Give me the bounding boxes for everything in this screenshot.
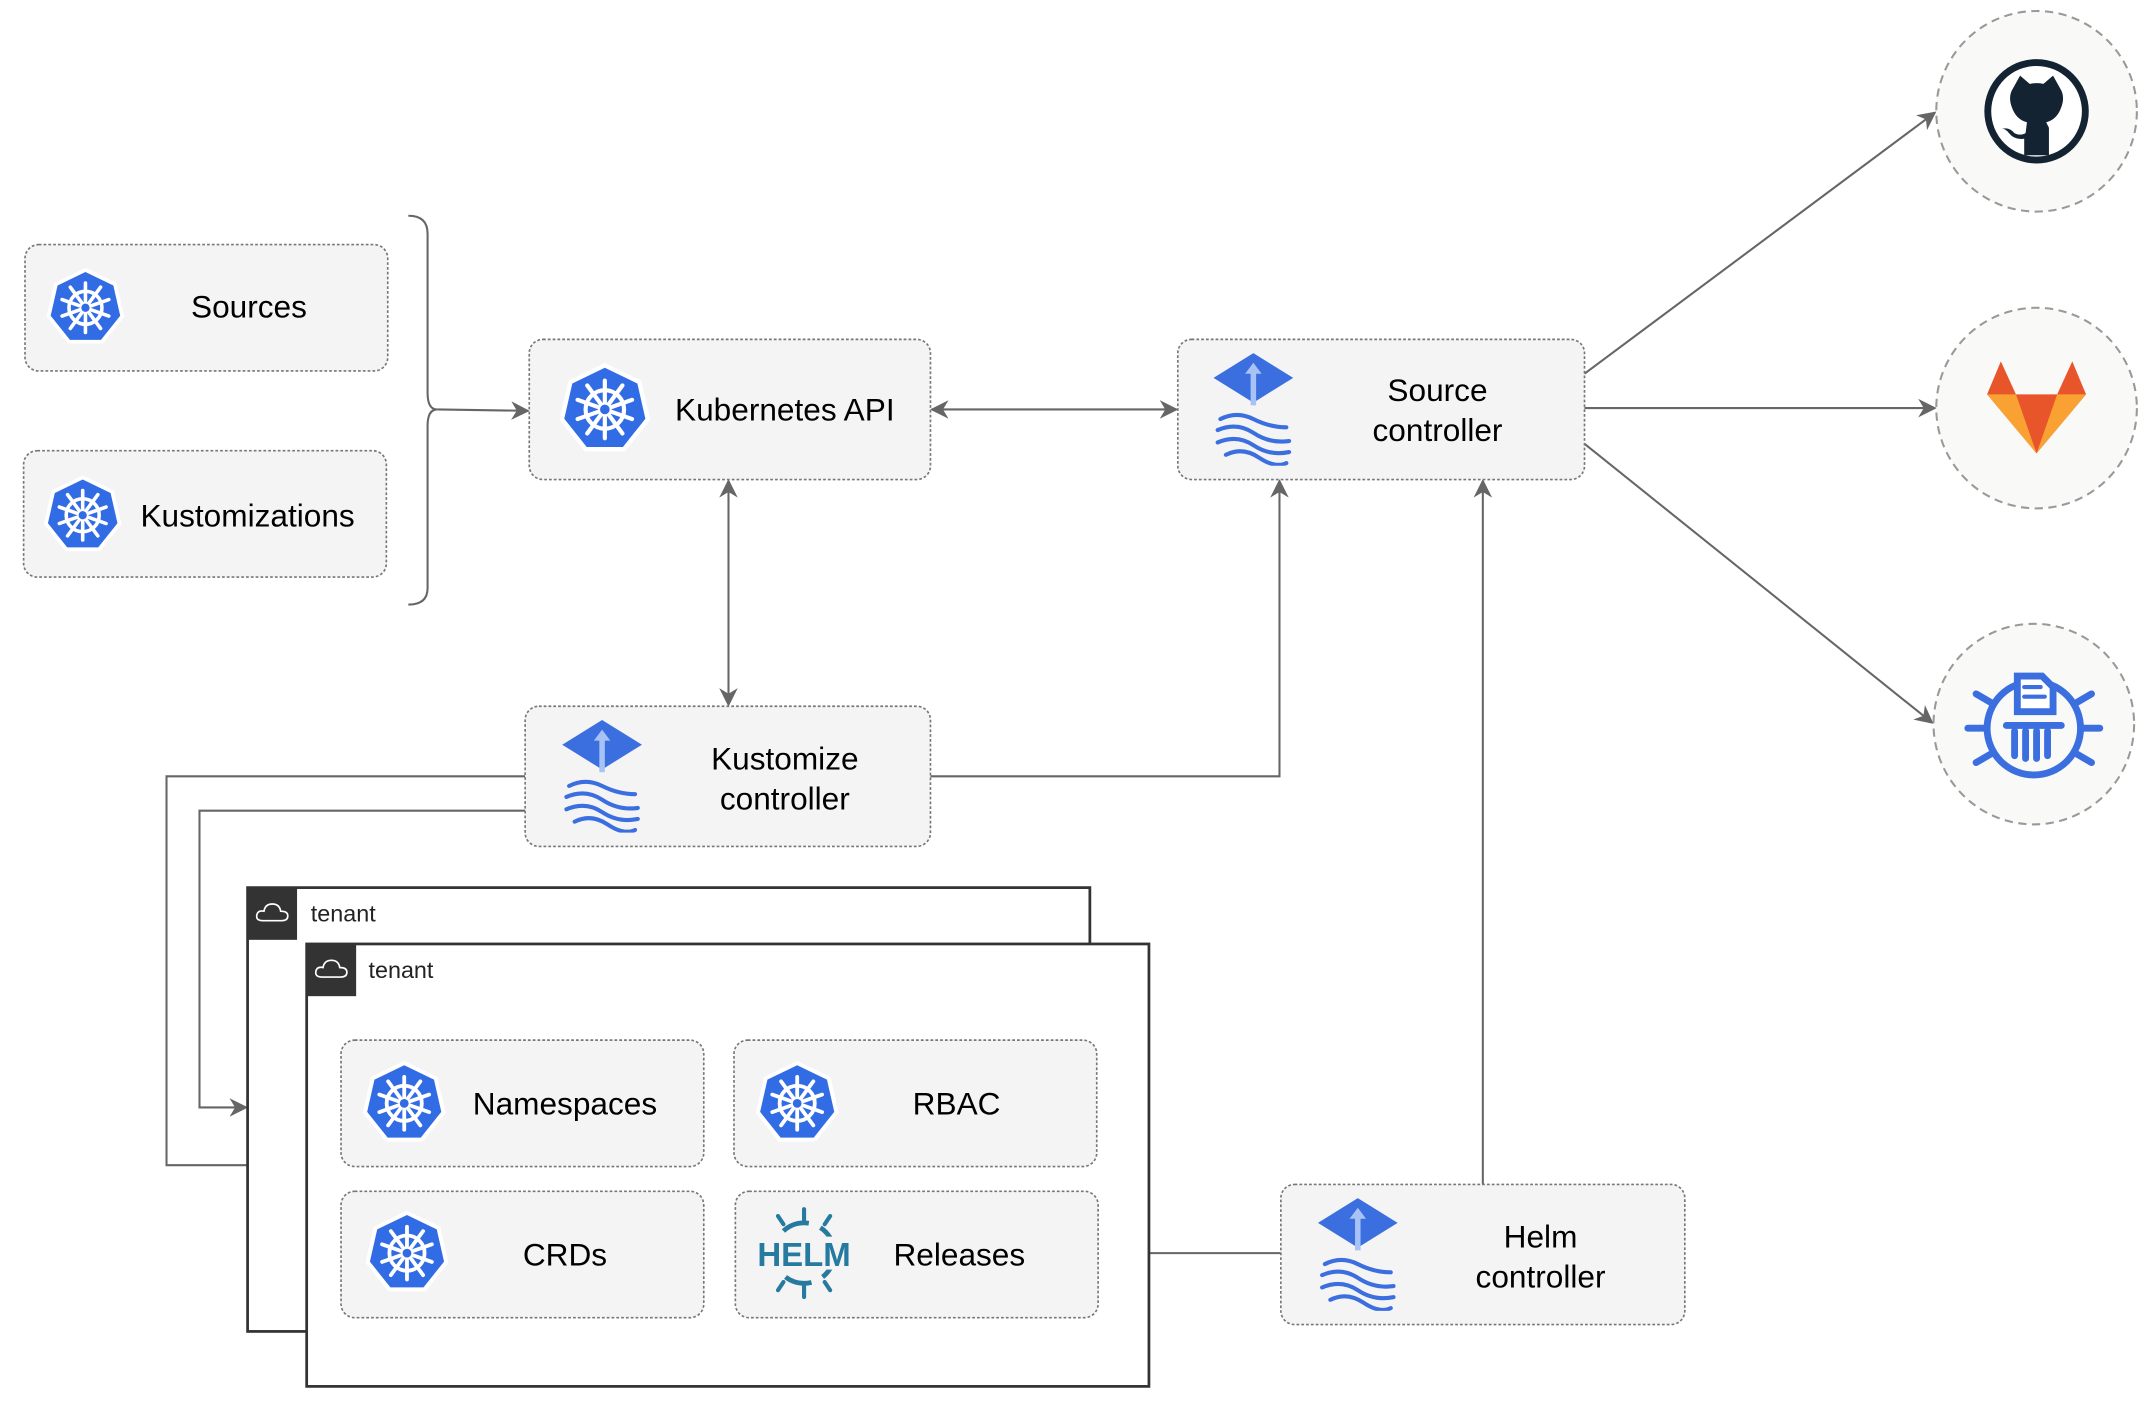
connectors bbox=[165, 111, 1937, 1263]
source-controller-label-1: Source bbox=[1387, 372, 1487, 408]
kustomizations-label: Kustomizations bbox=[140, 497, 354, 533]
github-source[interactable] bbox=[1935, 9, 2138, 213]
helm-logo-text: HELM bbox=[757, 1236, 850, 1273]
releases-label: Releases bbox=[893, 1236, 1025, 1272]
kustomize-controller-label-2: controller bbox=[720, 780, 850, 816]
github-icon bbox=[1984, 59, 2089, 164]
kustomize-controller-label-1: Kustomize bbox=[711, 740, 858, 776]
tenant-label: tenant bbox=[369, 957, 434, 983]
gitlab-icon bbox=[1987, 361, 2087, 454]
node-releases[interactable]: HELM Releases bbox=[734, 1190, 1099, 1319]
edge-source-to-bucket bbox=[1583, 443, 1934, 724]
helm-controller-label-2: controller bbox=[1476, 1258, 1606, 1294]
sources-label: Sources bbox=[191, 288, 307, 324]
helm-icon: HELM bbox=[757, 1207, 851, 1300]
node-kustomizations[interactable]: Kustomizations bbox=[22, 449, 388, 578]
node-source-controller[interactable]: Source controller bbox=[1176, 338, 1586, 481]
node-rbac[interactable]: RBAC bbox=[733, 1039, 1098, 1168]
crds-label: CRDs bbox=[523, 1236, 607, 1272]
edge-kustomize-to-source bbox=[930, 479, 1289, 778]
node-kubernetes-api[interactable]: Kubernetes API bbox=[528, 338, 932, 481]
edge-kustomize-to-tenant-front bbox=[165, 775, 526, 1175]
helm-controller-label-1: Helm bbox=[1504, 1219, 1578, 1255]
node-sources[interactable]: Sources bbox=[24, 243, 389, 372]
node-kustomize-controller[interactable]: Kustomize controller bbox=[524, 705, 932, 848]
node-namespaces[interactable]: Namespaces bbox=[340, 1039, 705, 1168]
node-helm-controller[interactable]: Helm controller bbox=[1280, 1183, 1686, 1326]
kubernetes-api-label: Kubernetes API bbox=[675, 391, 895, 427]
edge-resources-to-api bbox=[437, 401, 530, 420]
source-controller-label-2: controller bbox=[1373, 412, 1503, 448]
edge-kustomize-to-tenant-back bbox=[198, 809, 526, 1117]
edge-source-to-github bbox=[1583, 111, 1937, 375]
tenant-label: tenant bbox=[311, 901, 376, 927]
bucket-icon bbox=[1964, 672, 2104, 779]
rbac-label: RBAC bbox=[913, 1085, 1001, 1121]
namespaces-label: Namespaces bbox=[473, 1085, 657, 1121]
bracket bbox=[408, 214, 438, 606]
gitlab-source[interactable] bbox=[1935, 306, 2138, 510]
bucket-source[interactable] bbox=[1932, 622, 2136, 826]
node-crds[interactable]: CRDs bbox=[340, 1190, 705, 1319]
